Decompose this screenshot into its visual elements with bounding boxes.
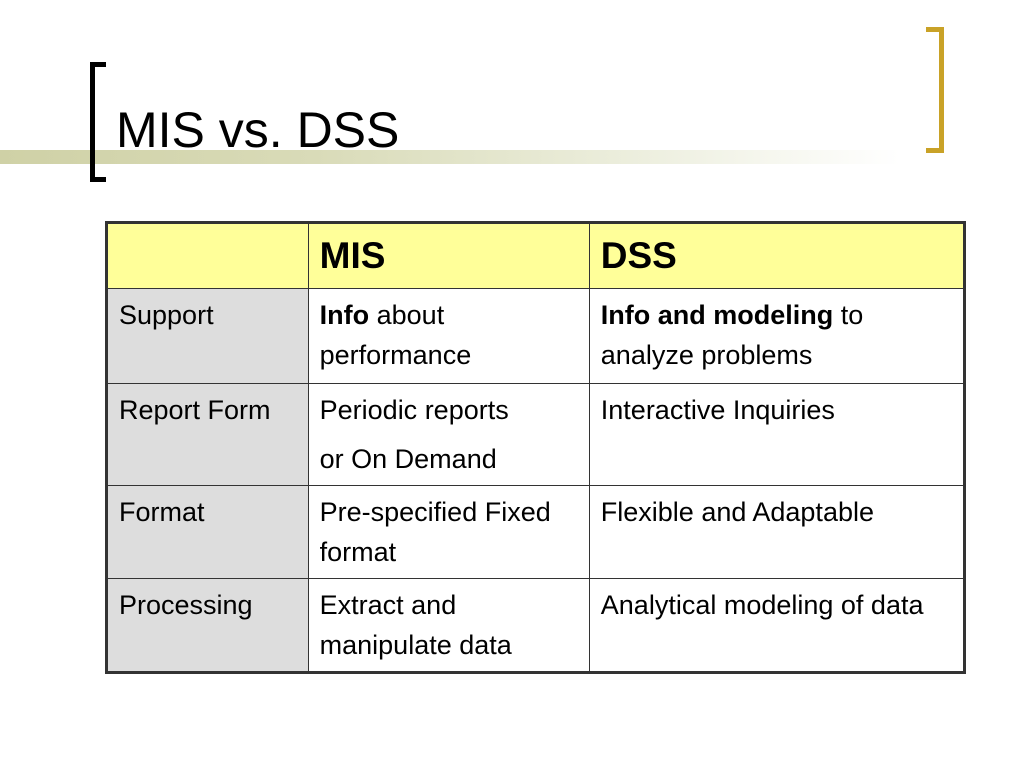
left-bracket-decoration [90,62,106,182]
cell-processing-dss: Analytical modeling of data [588,578,966,673]
row-label-format: Format [106,485,309,579]
cell-support-dss: Info and modeling to analyze problems [588,288,966,384]
cell-report-form-mis-line1: Periodic reports [319,395,509,425]
row-label-support: Support [106,288,309,384]
cell-report-form-dss: Interactive Inquiries [588,383,966,486]
row-label-processing: Processing [106,578,309,673]
cell-report-form-mis-line2: or On Demand [319,444,497,474]
slide-title: MIS vs. DSS [116,102,400,158]
cell-support-dss-bold: Info and modeling [600,300,834,330]
cell-support-mis-text: about performance [319,300,472,370]
table-header-row: MIS DSS [106,222,966,289]
header-dss: DSS [588,222,966,289]
comparison-table: MIS DSS Support Info about performance I… [105,221,966,674]
title-band [0,150,900,164]
cell-format-mis: Pre-specified Fixed format [307,485,590,579]
header-empty-cell [106,222,309,289]
row-label-report-form: Report Form [106,383,309,486]
cell-support-mis: Info about performance [307,288,590,384]
header-mis: MIS [307,222,590,289]
cell-report-form-mis: Periodic reports or On Demand [307,383,590,486]
right-bracket-decoration [926,27,944,153]
table-row-processing: Processing Extract and manipulate data A… [106,578,966,673]
table-row-support: Support Info about performance Info and … [106,288,966,384]
cell-support-mis-bold: Info [319,300,370,330]
table-row-format: Format Pre-specified Fixed format Flexib… [106,485,966,579]
cell-format-dss: Flexible and Adaptable [588,485,966,579]
table-row-report-form: Report Form Periodic reports or On Deman… [106,383,966,486]
cell-processing-mis: Extract and manipulate data [307,578,590,673]
cell-support-dss-text: to analyze problems [600,300,864,370]
